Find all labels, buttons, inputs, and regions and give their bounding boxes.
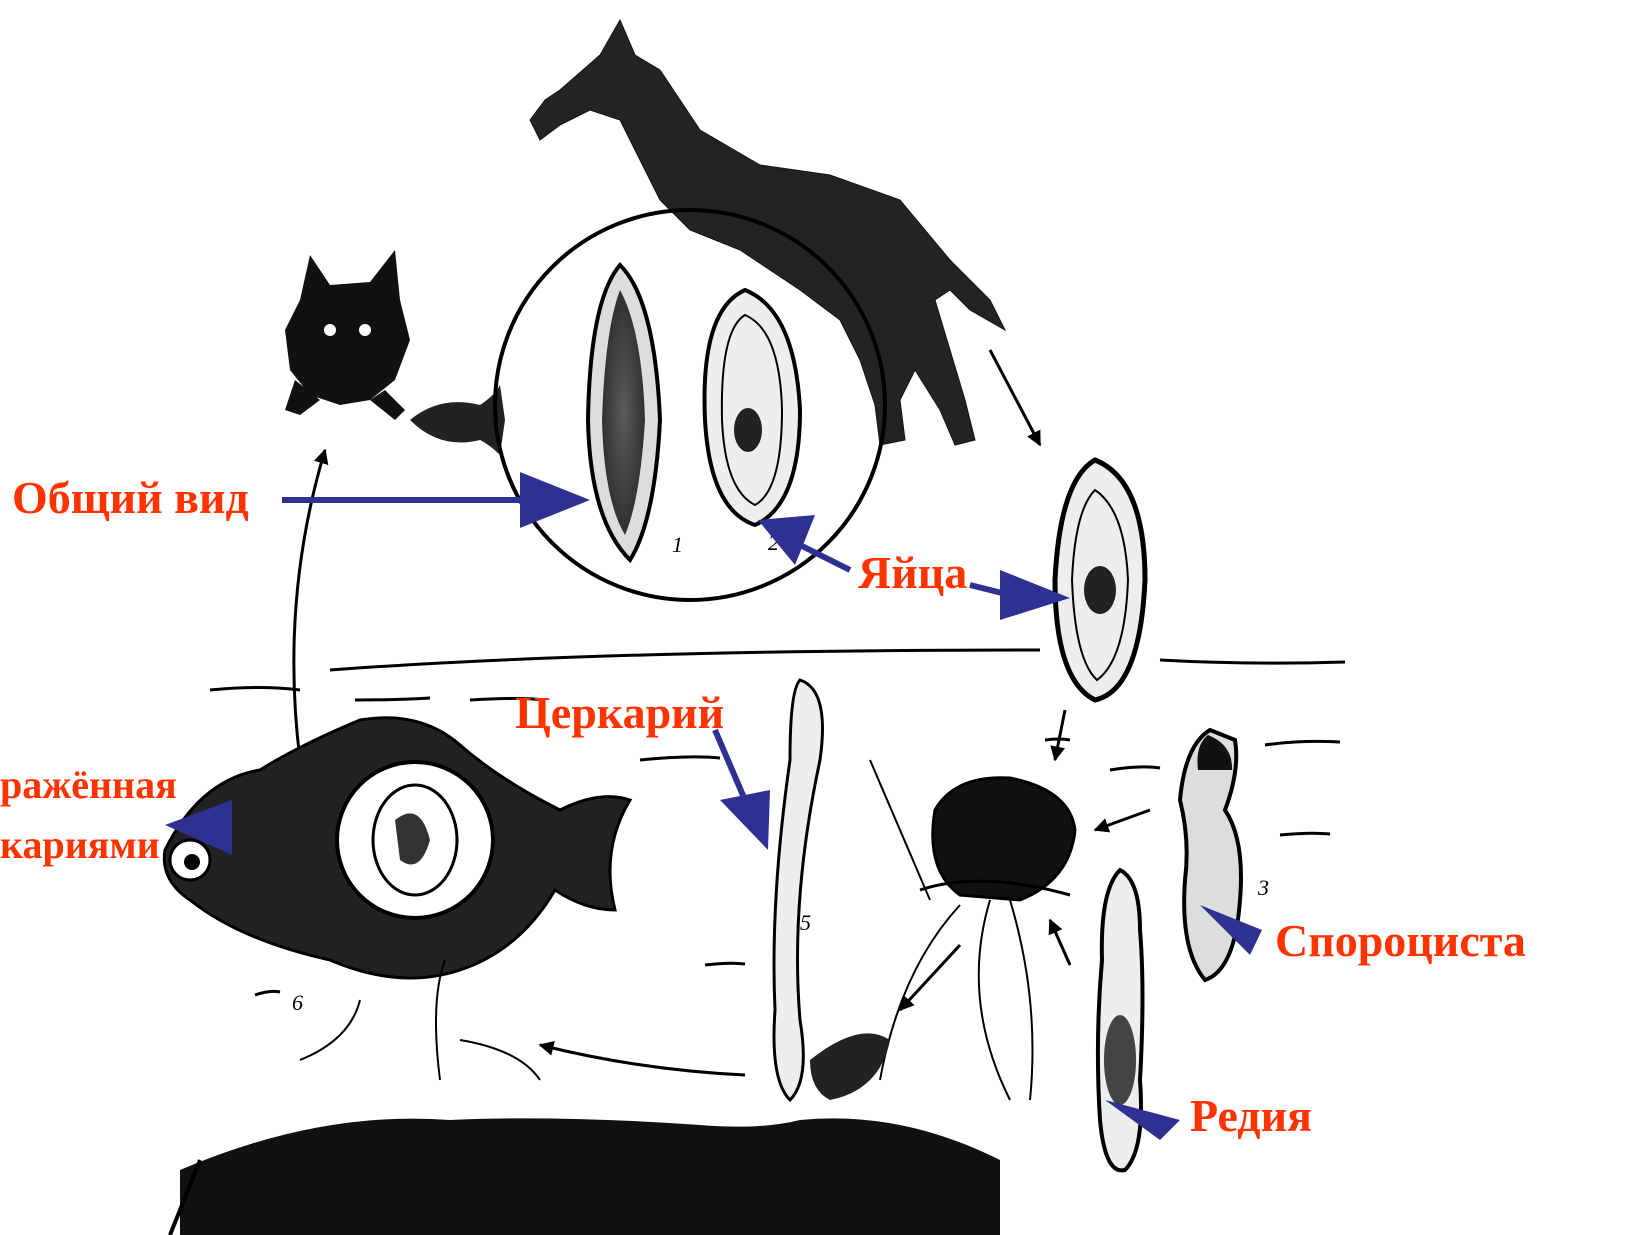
stage-number-5: 5 xyxy=(800,910,811,935)
cercaria-label: Церкарий xyxy=(515,690,724,736)
general-view-label: Общий вид xyxy=(12,475,249,521)
stage-number-1: 1 xyxy=(672,532,683,557)
redia-illustration xyxy=(1098,870,1143,1170)
stage-number-6: 6 xyxy=(292,990,303,1015)
snail-illustration xyxy=(870,760,1075,1100)
infected-fish-label-line2: кариями xyxy=(0,825,160,865)
stage-number-3: 3 xyxy=(1257,875,1269,900)
redia-label: Редия xyxy=(1190,1093,1312,1139)
cat-illustration xyxy=(285,250,410,420)
eggs-label: Яйца xyxy=(858,550,967,596)
egg-illustration xyxy=(1055,460,1145,700)
sporocyst-label: Спороциста xyxy=(1275,918,1526,964)
ground xyxy=(170,1118,1000,1235)
cercaria-illustration: 5 xyxy=(774,680,890,1100)
adult-worm-magnified-circle: 1 2 xyxy=(495,210,885,600)
fish-illustration: 6 xyxy=(164,718,630,1080)
small-fish-illustration xyxy=(410,385,505,455)
infected-fish-label-line1: ражённая xyxy=(0,765,177,805)
